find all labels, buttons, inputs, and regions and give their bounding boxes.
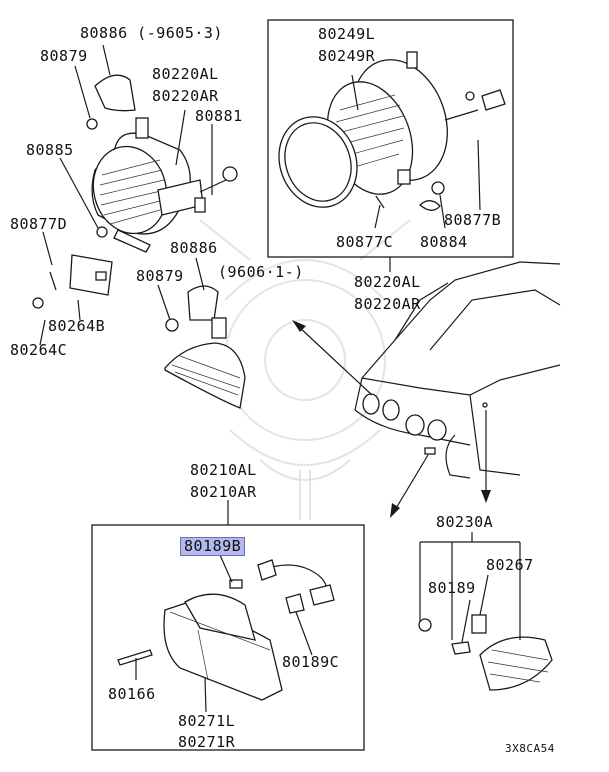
label-80879-upper[interactable]: 80879 bbox=[40, 47, 88, 65]
label-80879-lower[interactable]: 80879 bbox=[136, 267, 184, 285]
label-80264c[interactable]: 80264C bbox=[10, 341, 68, 359]
label-80220al-left[interactable]: 80220AL bbox=[152, 65, 219, 83]
label-80886-late[interactable]: 80886 bbox=[170, 239, 218, 257]
fog-lamp-upper bbox=[32, 74, 238, 309]
label-80220ar-left[interactable]: 80220AR bbox=[152, 87, 219, 105]
label-80884[interactable]: 80884 bbox=[420, 233, 468, 251]
label-80264b[interactable]: 80264B bbox=[48, 317, 106, 335]
combination-lamp bbox=[117, 559, 335, 701]
label-80210al[interactable]: 80210AL bbox=[190, 461, 257, 479]
watermark-emblem bbox=[199, 219, 411, 520]
vehicle-front-outline bbox=[354, 261, 561, 479]
label-80267[interactable]: 80267 bbox=[486, 556, 534, 574]
label-80881[interactable]: 80881 bbox=[195, 107, 243, 125]
label-80230a[interactable]: 80230A bbox=[436, 513, 494, 531]
label-80877d[interactable]: 80877D bbox=[10, 215, 68, 233]
label-80271l[interactable]: 80271L bbox=[178, 712, 236, 730]
label-80166[interactable]: 80166 bbox=[108, 685, 156, 703]
label-80189c[interactable]: 80189C bbox=[282, 653, 340, 671]
label-date-9606: (9606·1-) bbox=[218, 263, 304, 281]
label-80249r[interactable]: 80249R bbox=[318, 47, 376, 65]
location-arrows bbox=[292, 320, 491, 518]
diagram-code: 3X8CA54 bbox=[505, 742, 555, 755]
label-80271r[interactable]: 80271R bbox=[178, 733, 236, 751]
label-80220al-right[interactable]: 80220AL bbox=[354, 273, 421, 291]
label-80220ar-right[interactable]: 80220AR bbox=[354, 295, 421, 313]
label-80210ar[interactable]: 80210AR bbox=[190, 483, 257, 501]
label-80886-early[interactable]: 80886 (-9605·3) bbox=[80, 24, 223, 42]
label-80877c[interactable]: 80877C bbox=[336, 233, 394, 251]
leader-lines bbox=[39, 44, 521, 713]
fog-lamp-lower bbox=[164, 285, 246, 409]
label-80189b-highlighted[interactable]: 80189B bbox=[180, 537, 246, 556]
label-80249l[interactable]: 80249L bbox=[318, 25, 376, 43]
label-80877b[interactable]: 80877B bbox=[444, 211, 502, 229]
fog-lamp-exploded bbox=[278, 51, 506, 211]
side-marker-lamp bbox=[418, 614, 553, 691]
label-80189[interactable]: 80189 bbox=[428, 579, 476, 597]
label-80885[interactable]: 80885 bbox=[26, 141, 74, 159]
